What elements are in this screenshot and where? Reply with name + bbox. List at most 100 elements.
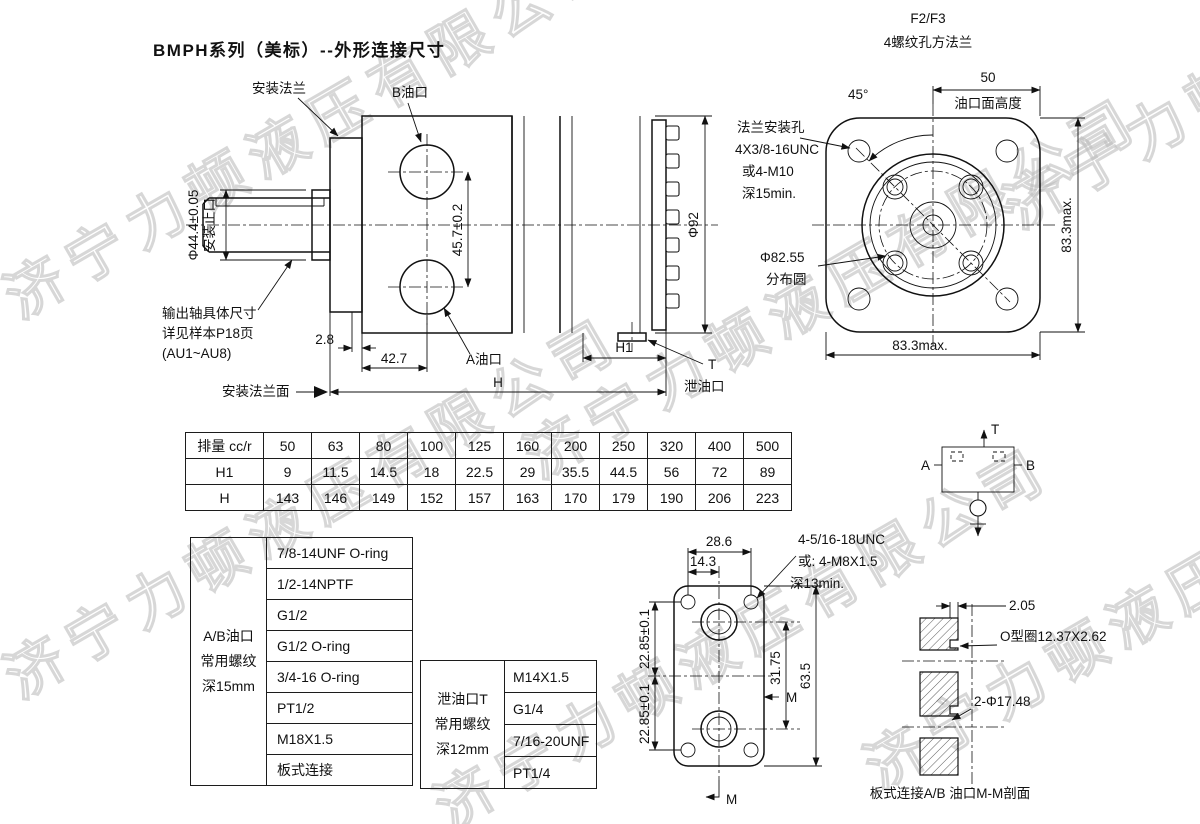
value-cell: 35.5 bbox=[551, 458, 600, 485]
table-row: PT1/4 bbox=[421, 756, 597, 789]
dim-31-75: 31.75 bbox=[768, 651, 783, 685]
mount-hole-note-line2: 4X3/8-16UNC bbox=[735, 142, 819, 157]
a-port-label: A油口 bbox=[466, 352, 502, 367]
row-label-cell: 排量 cc/r bbox=[185, 432, 264, 459]
value-cell: 179 bbox=[599, 484, 648, 511]
thread-cell: 7/8-14UNF O-ring bbox=[266, 537, 413, 569]
value-cell: 157 bbox=[455, 484, 504, 511]
flange-width-dim: 83.3max. bbox=[892, 338, 948, 353]
header-line: A/B油口 bbox=[203, 627, 254, 644]
port-hole-dia-label: 2-Φ17.48 bbox=[974, 694, 1031, 709]
thread-cell: M14X1.5 bbox=[504, 660, 597, 693]
drain-port-label: 泄油口 bbox=[684, 379, 725, 394]
table-row: 7/16-20UNF bbox=[421, 724, 597, 757]
thread-cell: 3/4-16 O-ring bbox=[266, 661, 413, 693]
spigot-label: 安装止口 bbox=[202, 198, 217, 252]
section-caption: 板式连接A/B 油口M-M剖面 bbox=[870, 785, 1031, 801]
mount-hole bbox=[847, 139, 871, 163]
mount-hole bbox=[847, 287, 871, 311]
table-row: 排量 cc/r 50 63 80 100 125 160 200 250 320… bbox=[185, 432, 792, 459]
output-shaft-outline bbox=[202, 197, 330, 253]
value-cell: 44.5 bbox=[599, 458, 648, 485]
b-port-label: B油口 bbox=[392, 85, 428, 100]
row-label-cell: H1 bbox=[185, 458, 264, 485]
dim-14-3: 14.3 bbox=[690, 554, 716, 569]
header-line: 深12mm bbox=[436, 741, 489, 758]
value-cell: 190 bbox=[647, 484, 696, 511]
value-cell: 9 bbox=[263, 458, 312, 485]
section-m-right: M bbox=[786, 690, 797, 705]
header-line: 泄油口T bbox=[437, 690, 488, 707]
section-wall-middle bbox=[919, 671, 959, 717]
flange-code-label: F2/F3 bbox=[910, 11, 945, 26]
thread-cell: PT1/2 bbox=[266, 692, 413, 724]
value-cell: 206 bbox=[695, 484, 744, 511]
mount-hole bbox=[995, 139, 1019, 163]
bolt-circle-text-label: 分布圆 bbox=[766, 272, 807, 287]
schematic-b-label: B bbox=[1026, 458, 1035, 473]
header-line: 常用螺纹 bbox=[434, 715, 491, 732]
mount-hole bbox=[995, 287, 1019, 311]
drain-port-thread-table: 泄油口T 常用螺纹 深12mm M14X1.5 G1/4 7/16-20UNF … bbox=[420, 660, 597, 789]
value-cell: 125 bbox=[455, 432, 504, 459]
dim-2-8: 2.8 bbox=[315, 332, 334, 347]
flange-subtitle: 4螺纹孔方法兰 bbox=[884, 35, 973, 50]
shaft-note-line1: 输出轴具体尺寸 bbox=[162, 306, 257, 321]
body-dia-label: Φ92 bbox=[686, 212, 701, 238]
drain-t-label: T bbox=[708, 357, 716, 372]
table-row: G1/2 O-ring bbox=[191, 630, 413, 662]
value-cell: 500 bbox=[743, 432, 792, 459]
table-row: PT1/2 bbox=[191, 692, 413, 724]
value-cell: 63 bbox=[311, 432, 360, 459]
section-wall-bottom bbox=[919, 737, 959, 776]
plate-thread-note-line3: 深13min. bbox=[790, 576, 844, 591]
flange-front-view: F2/F3 4螺纹孔方法兰 45° 50 油口面高度 法兰安装孔 4X bbox=[735, 11, 1085, 360]
thread-cell: 7/16-20UNF bbox=[504, 724, 597, 757]
thread-cell: G1/2 bbox=[266, 599, 413, 631]
shaft-dia-label: Φ44.4±0.05 bbox=[186, 190, 201, 261]
dim-50: 50 bbox=[980, 70, 995, 85]
value-cell: 149 bbox=[359, 484, 408, 511]
port-face-view: 28.6 14.3 4-5/16-18UNC 或: 4-M8X1.5 深13mi… bbox=[637, 532, 885, 807]
value-cell: 223 bbox=[743, 484, 792, 511]
value-cell: 56 bbox=[647, 458, 696, 485]
value-cell: 170 bbox=[551, 484, 600, 511]
schematic-a-label: A bbox=[921, 458, 930, 473]
value-cell: 143 bbox=[263, 484, 312, 511]
shaft-note-line3: (AU1~AU8) bbox=[162, 346, 231, 361]
dim-22-85-top: 22.85±0.1 bbox=[637, 609, 652, 669]
thread-cell: 板式连接 bbox=[266, 754, 413, 786]
value-cell: 80 bbox=[359, 432, 408, 459]
thread-cell: G1/2 O-ring bbox=[266, 630, 413, 662]
thread-cell: G1/4 bbox=[504, 692, 597, 725]
header-line: 常用螺纹 bbox=[200, 652, 257, 669]
mount-hole-note-line1: 法兰安装孔 bbox=[737, 120, 805, 135]
value-cell: 89 bbox=[743, 458, 792, 485]
dim-h1: H1 bbox=[615, 340, 632, 355]
value-cell: 400 bbox=[695, 432, 744, 459]
value-cell: 160 bbox=[503, 432, 552, 459]
value-cell: 146 bbox=[311, 484, 360, 511]
drawing-title: BMPH系列（美标）--外形连接尺寸 bbox=[153, 41, 446, 60]
mount-hole-note-line4: 深15min. bbox=[742, 186, 796, 201]
end-cap bbox=[651, 119, 667, 331]
drain-port-header-cell: 泄油口T 常用螺纹 深12mm bbox=[420, 660, 505, 789]
table-row: G1/4 bbox=[421, 692, 597, 725]
plate-thread-note-line1: 4-5/16-18UNC bbox=[798, 532, 885, 547]
threaded-holes bbox=[882, 174, 984, 276]
value-cell: 163 bbox=[503, 484, 552, 511]
header-line: 深15mm bbox=[202, 678, 255, 695]
value-cell: 29 bbox=[503, 458, 552, 485]
thread-cell: PT1/4 bbox=[504, 756, 597, 789]
table-row: M18X1.5 bbox=[191, 723, 413, 755]
watermark-text: 济宁力顿液压有限公司 bbox=[514, 85, 1153, 491]
value-cell: 18 bbox=[407, 458, 456, 485]
table-row: H 143 146 149 152 157 163 170 179 190 20… bbox=[185, 484, 792, 511]
mounting-flange-label: 安装法兰 bbox=[252, 81, 306, 96]
plate-bolt-hole bbox=[680, 742, 696, 758]
thread-cell: 1/2-14NPTF bbox=[266, 568, 413, 600]
displacement-table: 排量 cc/r 50 63 80 100 125 160 200 250 320… bbox=[185, 432, 792, 511]
table-row: 泄油口T 常用螺纹 深12mm M14X1.5 bbox=[420, 660, 597, 789]
plate-thread-note-line2: 或: 4-M8X1.5 bbox=[798, 554, 878, 569]
